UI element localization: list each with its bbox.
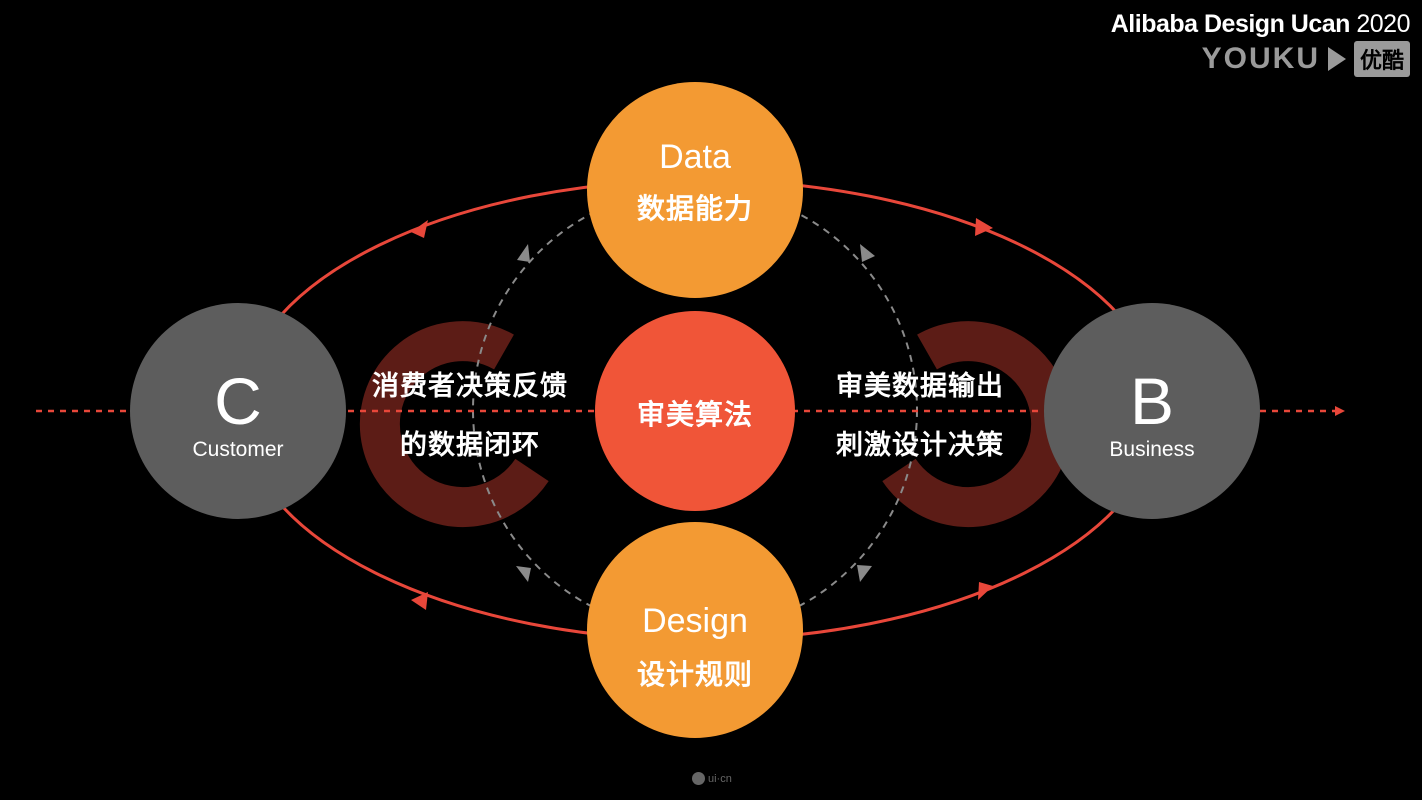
arrow-top-right [975, 218, 993, 236]
business-node-label-group: B Business [1072, 368, 1232, 462]
inner-loop-arrows [516, 244, 875, 582]
dashed-arrow-bottom-left [516, 566, 531, 582]
business-letter: B [1129, 364, 1175, 438]
outer-loop-arrows [411, 218, 993, 610]
play-icon [1327, 47, 1346, 71]
business-node [1044, 303, 1260, 519]
arrow-bottom-left [411, 592, 428, 610]
event-name: Alibaba Design Ucan [1110, 10, 1351, 38]
site-watermark: ui·cn [692, 772, 732, 785]
left-cycle-arc [359, 321, 549, 528]
right-caption: 审美数据输出 刺激设计决策 [800, 364, 1040, 462]
event-title: Alibaba Design Ucan 2020 [1110, 10, 1411, 39]
left-caption-line1: 消费者决策反馈 [372, 371, 568, 401]
design-title: Design [642, 602, 748, 640]
arrow-bottom-right [978, 582, 993, 600]
customer-node-label-group: C Customer [158, 368, 318, 462]
center-node [595, 311, 795, 511]
business-label: Business [1109, 438, 1195, 461]
customer-letter: C [214, 364, 262, 438]
youku-text: YOUKU [1201, 42, 1320, 75]
design-node-label-group: Design 设计规则 [595, 602, 795, 693]
youku-watermark: YOUKU 优酷 [1111, 41, 1410, 77]
branding: Alibaba Design Ucan 2020 YOUKU 优酷 [1111, 10, 1410, 77]
center-node-label-group: 审美算法 [595, 393, 795, 433]
dashed-arrow-top-left [517, 244, 530, 262]
event-year: 2020 [1356, 10, 1410, 38]
left-caption: 消费者决策反馈 的数据闭环 [350, 364, 590, 462]
center-label: 审美算法 [636, 399, 753, 430]
data-subtitle: 数据能力 [636, 193, 753, 224]
right-caption-line1: 审美数据输出 [836, 371, 1004, 401]
dashed-arrow-bottom-right [857, 565, 872, 582]
design-node [587, 522, 803, 738]
youku-cn-badge: 优酷 [1353, 41, 1410, 77]
arrow-top-left [411, 220, 428, 238]
site-mark-text: ui·cn [708, 772, 732, 785]
left-caption-line2: 的数据闭环 [400, 430, 540, 460]
customer-node [130, 303, 346, 519]
customer-label: Customer [192, 438, 284, 461]
data-node [587, 82, 803, 298]
right-cycle-arc [882, 321, 1072, 528]
design-subtitle: 设计规则 [636, 659, 753, 690]
right-caption-line2: 刺激设计决策 [836, 430, 1004, 460]
data-node-label-group: Data 数据能力 [595, 138, 795, 227]
dashed-arrow-top-right [860, 244, 875, 262]
data-title: Data [659, 138, 731, 176]
uicn-logo-icon [692, 772, 705, 785]
